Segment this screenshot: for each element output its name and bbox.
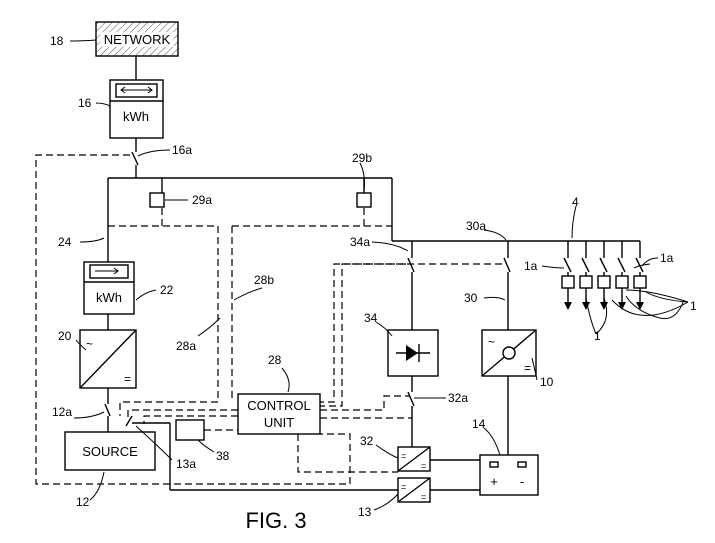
ref-32a: 32a: [448, 391, 468, 405]
reference-numerals: 18 16 16a 29b 29a 4 30a 34a 24 1a 1a 28b…: [50, 34, 697, 519]
sensor-29a: [149, 192, 165, 208]
network-block: NETWORK: [95, 21, 179, 57]
ref-1-a: 1: [690, 299, 697, 313]
ref-28a: 28a: [176, 339, 196, 353]
svg-text:=: =: [401, 451, 406, 461]
ref-13a: 13a: [176, 457, 196, 471]
box-38: [175, 419, 205, 441]
figure-caption: FIG. 3: [245, 508, 306, 533]
ref-22: 22: [160, 283, 174, 297]
ref-14: 14: [472, 417, 486, 431]
ref-32: 32: [360, 434, 374, 448]
converter-13: = =: [397, 477, 431, 503]
ref-34a: 34a: [350, 235, 370, 249]
ref-16: 16: [78, 96, 92, 110]
switch-34a: [407, 257, 415, 273]
meter-16-label: kWh: [123, 109, 149, 124]
svg-text:=: =: [421, 492, 426, 502]
ref-12: 12: [76, 495, 90, 509]
ref-29b: 29b: [352, 151, 372, 165]
battery-plus: +: [490, 474, 498, 489]
source-block: SOURCE: [64, 431, 156, 471]
switch-13a: [125, 415, 133, 427]
ref-38: 38: [216, 449, 230, 463]
ref-34: 34: [364, 311, 378, 325]
ref-16a: 16a: [172, 143, 192, 157]
ref-30: 30: [464, 291, 478, 305]
ref-13: 13: [358, 505, 372, 519]
switch-16a: [131, 151, 139, 166]
leader-lines: [69, 39, 689, 511]
svg-text:=: =: [401, 482, 406, 492]
battery-minus: -: [520, 474, 524, 489]
control-unit-label-2: UNIT: [264, 415, 294, 430]
battery-14: + -: [479, 454, 539, 496]
network-label: NETWORK: [104, 32, 171, 47]
source-label: SOURCE: [82, 444, 138, 459]
ref-1a-right: 1a: [660, 251, 674, 265]
dashed-signal-lines: [35, 154, 502, 485]
ref-18: 18: [50, 34, 64, 48]
svg-text:=: =: [124, 372, 131, 386]
control-unit-label-1: CONTROL: [247, 398, 311, 413]
svg-text:=: =: [421, 461, 426, 471]
svg-text:~: ~: [488, 335, 495, 349]
svg-text:=: =: [524, 361, 531, 375]
ref-29a: 29a: [192, 193, 212, 207]
bidirectional-meter-16: kWh: [109, 79, 164, 139]
ref-1-b: 1: [594, 329, 601, 343]
rectifier-34: [387, 329, 439, 377]
ref-30a: 30a: [466, 219, 486, 233]
ref-10: 10: [540, 375, 554, 389]
svg-text:~: ~: [86, 337, 93, 351]
ref-24: 24: [58, 235, 72, 249]
solid-wiring: [104, 56, 644, 491]
ref-1a-left: 1a: [524, 259, 538, 273]
ref-12a: 12a: [52, 405, 72, 419]
meter-22: kWh: [83, 261, 135, 315]
ref-28: 28: [268, 353, 282, 367]
switch-32a: [407, 391, 415, 407]
converter-20: ~ =: [79, 329, 137, 389]
ref-4: 4: [572, 195, 579, 209]
control-unit: CONTROL UNIT: [237, 393, 321, 435]
switch-30a: [503, 257, 511, 273]
meter-22-label: kWh: [96, 290, 122, 305]
switch-12a: [104, 403, 111, 417]
inverter-10: ~ =: [481, 329, 537, 377]
converter-32: = =: [397, 446, 431, 472]
ref-20: 20: [58, 329, 72, 343]
sensor-29b: [356, 192, 372, 208]
ref-28b: 28b: [254, 273, 274, 287]
